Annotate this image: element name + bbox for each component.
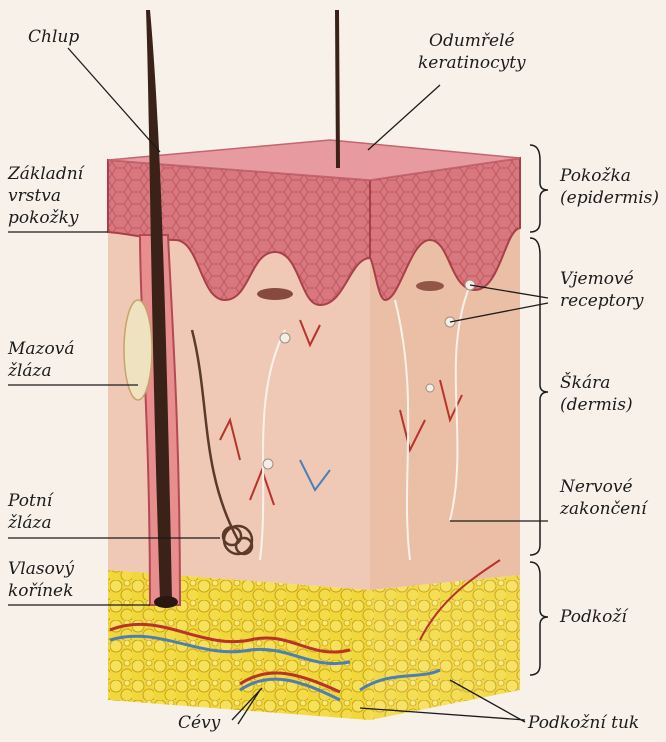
label-sensory-receptors: Vjemové receptory [560,268,643,312]
label-epidermis-line1: Pokožka [560,165,659,187]
label-hair: Chlup [28,26,79,48]
label-basal-layer-line1: Základní [8,163,83,185]
label-hypodermis: Podkoží [560,606,627,628]
label-vessels: Cévy [178,712,220,734]
label-hypodermis-text: Podkoží [560,606,627,628]
label-subcutaneous-fat: Podkožní tuk [528,712,639,734]
label-dead-keratinocytes-line2: keratinocyty [418,52,526,74]
label-epidermis: Pokožka (epidermis) [560,165,659,209]
label-hair-root: Vlasový kořínek [8,558,74,602]
label-sensory-receptors-line1: Vjemové [560,268,643,290]
label-nerve-endings-line1: Nervové [560,476,647,498]
label-sebaceous-gland-line1: Mazová [8,338,74,360]
label-basal-layer-line2: vrstva [8,185,83,207]
label-subcutaneous-fat-text: Podkožní tuk [528,712,639,734]
label-dead-keratinocytes-line1: Odumřelé [418,30,526,52]
label-dead-keratinocytes: Odumřelé keratinocyty [418,30,526,74]
label-sensory-receptors-line2: receptory [560,290,643,312]
label-dermis-line2: (dermis) [560,394,633,416]
label-sebaceous-gland: Mazová žláza [8,338,74,382]
label-dermis-line1: Škára [560,372,633,394]
label-dermis: Škára (dermis) [560,372,633,416]
label-hair-text: Chlup [28,26,79,48]
label-sweat-gland-line2: žláza [8,512,52,534]
label-hair-root-line1: Vlasový [8,558,74,580]
label-basal-layer-line3: pokožky [8,207,83,229]
label-sweat-gland-line1: Potní [8,490,52,512]
label-sebaceous-gland-line2: žláza [8,360,74,382]
layer-braces [530,145,548,675]
label-nerve-endings-line2: zakončení [560,498,647,520]
label-hair-root-line2: kořínek [8,580,74,602]
label-vessels-text: Cévy [178,712,220,734]
label-basal-layer: Základní vrstva pokožky [8,163,83,229]
fat-front [108,570,370,720]
label-nerve-endings: Nervové zakončení [560,476,647,520]
fat-side [370,575,520,720]
label-sweat-gland: Potní žláza [8,490,52,534]
label-epidermis-line2: (epidermis) [560,187,659,209]
